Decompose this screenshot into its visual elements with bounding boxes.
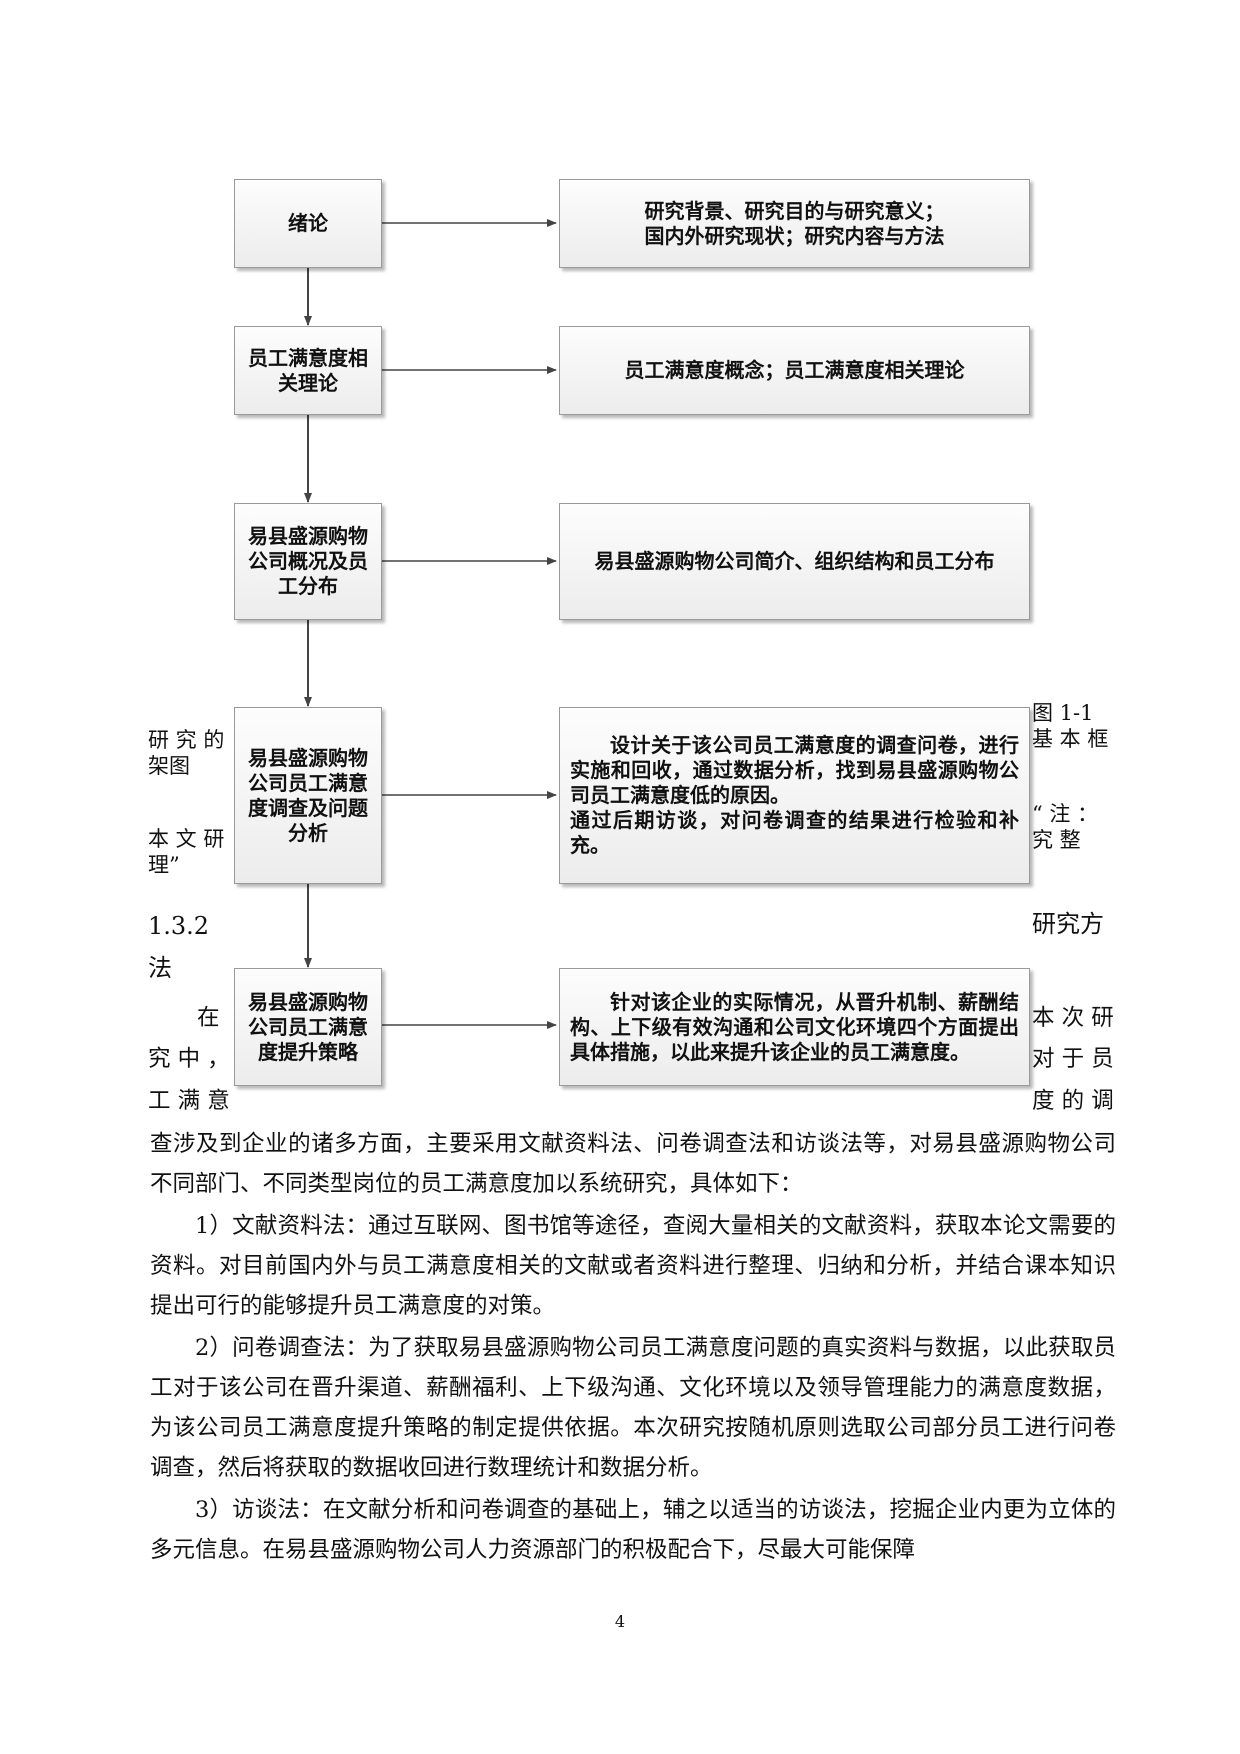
flow-detail-text: 针对该企业的实际情况，从晋升机制、薪酬结构、上下级有效沟通和公司文化环境四个方面… [570, 989, 1019, 1064]
flow-step-label: 易县盛源购物 公司概况及员 工分布 [248, 524, 368, 598]
flow-detail-text: 员工满意度概念；员工满意度相关理论 [624, 358, 965, 382]
intro-fragment-left-b: 究 中 ， [148, 1046, 230, 1072]
flow-step-label: 易县盛源购物 公司员工满意 度调查及问题 分析 [248, 745, 368, 845]
flow-step-survey-analysis: 易县盛源购物 公司员工满意 度调查及问题 分析 [234, 707, 382, 884]
intro-fragment-left-a: 在 [197, 1005, 220, 1031]
flow-step-theory: 员工满意度相 关理论 [234, 326, 382, 415]
flowchart-connectors [304, 219, 557, 1029]
page-number: 4 [614, 1612, 626, 1631]
paragraph-interview-method: 3）访谈法：在文献分析和问卷调查的基础上，辅之以适当的访谈法，挖掘企业内更为立体… [150, 1497, 1116, 1563]
intro-fragment-right-a: 本 次 研 [1032, 1005, 1114, 1031]
paragraph-intro-continued: 查涉及到企业的诸多方面，主要采用文献资料法、问卷调查法和访谈法等，对易县盛源购物… [150, 1131, 1116, 1197]
flow-step-introduction: 绪论 [234, 179, 382, 268]
flow-step-label: 员工满意度相 关理论 [248, 345, 368, 395]
flow-detail-text: 易县盛源购物公司简介、组织结构和员工分布 [594, 549, 995, 573]
caption-fragment-left-2: 本 文 研 理” [148, 827, 225, 877]
intro-fragment-right-c: 度 的 调 [1032, 1088, 1114, 1114]
caption-fragment-left-1: 研 究 的 架图 [148, 728, 225, 778]
paragraph-literature-method: 1）文献资料法：通过互联网、图书馆等途径，查阅大量相关的文献资料，获取本论文需要… [150, 1213, 1116, 1319]
flow-step-strategy: 易县盛源购物 公司员工满意 度提升策略 [234, 968, 382, 1086]
flow-detail-company-overview: 易县盛源购物公司简介、组织结构和员工分布 [559, 503, 1030, 620]
flow-step-label: 易县盛源购物 公司员工满意 度提升策略 [248, 989, 368, 1064]
paragraph-questionnaire-method: 2）问卷调查法：为了获取易县盛源购物公司员工满意度问题的真实资料与数据，以此获取… [150, 1335, 1116, 1481]
flow-step-company-overview: 易县盛源购物 公司概况及员 工分布 [234, 503, 382, 620]
flow-detail-survey-analysis: 设计关于该公司员工满意度的调查问卷，进行实施和回收，通过数据分析，找到易县盛源购… [559, 707, 1030, 884]
section-title-end: 法 [148, 954, 172, 982]
section-number: 1.3.2 [148, 912, 210, 940]
flow-detail-introduction: 研究背景、研究目的与研究意义； 国内外研究现状；研究内容与方法 [559, 179, 1030, 268]
section-title-part: 研究方 [1032, 910, 1104, 938]
flow-detail-text: 研究背景、研究目的与研究意义； 国内外研究现状；研究内容与方法 [644, 198, 945, 248]
caption-fragment-right-1: 图 1-1 基 本 框 [1032, 701, 1109, 751]
flow-detail-theory: 员工满意度概念；员工满意度相关理论 [559, 326, 1030, 415]
caption-fragment-right-2: “ 注 ： 究 整 [1032, 802, 1099, 852]
intro-fragment-right-b: 对 于 员 [1032, 1046, 1114, 1072]
flow-step-label: 绪论 [288, 211, 328, 235]
flow-detail-text: 设计关于该公司员工满意度的调查问卷，进行实施和回收，通过数据分析，找到易县盛源购… [570, 733, 1019, 857]
flow-detail-strategy: 针对该企业的实际情况，从晋升机制、薪酬结构、上下级有效沟通和公司文化环境四个方面… [559, 968, 1030, 1086]
intro-fragment-left-c: 工 满 意 [148, 1088, 230, 1114]
